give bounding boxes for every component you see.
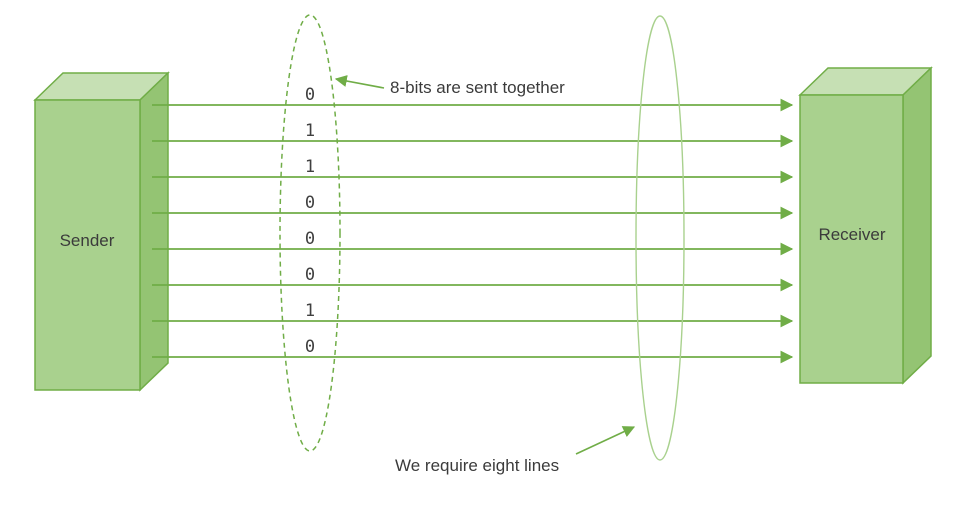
receiver-box: Receiver (798, 66, 933, 385)
dashed-group-ellipse (279, 14, 341, 452)
annotation-bottom-group: We require eight lines (395, 426, 636, 475)
annotation-top-text: 8-bits are sent together (390, 78, 565, 97)
bit-labels: 0 1 1 0 0 0 1 0 (305, 85, 315, 357)
annotation-top-arrow (334, 75, 385, 89)
sender-label: Sender (60, 231, 115, 250)
sender-box: Sender (33, 71, 170, 392)
bit-label: 1 (305, 121, 315, 141)
annotation-bottom-arrow (575, 426, 636, 455)
sender-box-front-face (34, 99, 141, 391)
transmission-lines (152, 98, 794, 364)
receiver-label: Receiver (818, 225, 885, 244)
receiver-box-front-face (799, 94, 904, 384)
bit-label: 0 (305, 229, 315, 249)
bit-label: 0 (305, 193, 315, 213)
bit-label: 0 (305, 337, 315, 357)
receiver-box-side-face (902, 66, 932, 385)
bit-label: 1 (305, 301, 315, 321)
annotation-top-group: 8-bits are sent together (334, 75, 565, 97)
annotation-bottom-text: We require eight lines (395, 456, 559, 475)
bit-label: 0 (305, 85, 315, 105)
bit-label: 0 (305, 265, 315, 285)
solid-group-ellipse (635, 15, 685, 461)
sender-box-side-face (139, 71, 169, 392)
bit-label: 1 (305, 157, 315, 177)
